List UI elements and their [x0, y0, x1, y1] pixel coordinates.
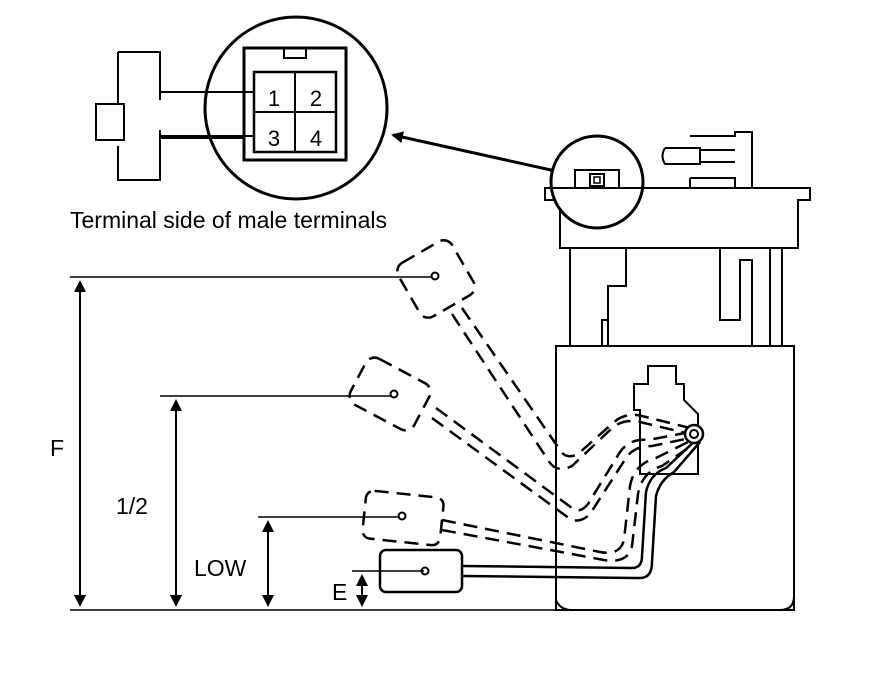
harness-block [95, 103, 125, 141]
connector-caption: Terminal side of male terminals [70, 207, 387, 233]
unit-fitting [661, 131, 753, 188]
unit-upper-body [569, 248, 783, 347]
connector-latch [283, 48, 307, 59]
connector-detail: 1 2 3 4 Terminal side of male terminals [70, 15, 389, 233]
pin-4: 4 [310, 126, 322, 151]
label-low: LOW [194, 555, 247, 581]
unit-canister [555, 345, 795, 611]
unit-connector [549, 134, 645, 230]
pivot-bracket [633, 365, 699, 475]
dimension-lines [70, 276, 556, 611]
float-arm-full [396, 239, 691, 471]
pin-3: 3 [268, 126, 280, 151]
harness-outline [117, 51, 252, 181]
pin-2: 2 [310, 86, 322, 111]
pin-1: 1 [268, 86, 280, 111]
label-full: F [50, 435, 64, 461]
pointer-arrow [391, 131, 561, 174]
float-arm-low [361, 438, 695, 562]
label-empty: E [332, 579, 347, 605]
pivot-point [683, 423, 705, 445]
label-half: 1/2 [116, 493, 148, 519]
